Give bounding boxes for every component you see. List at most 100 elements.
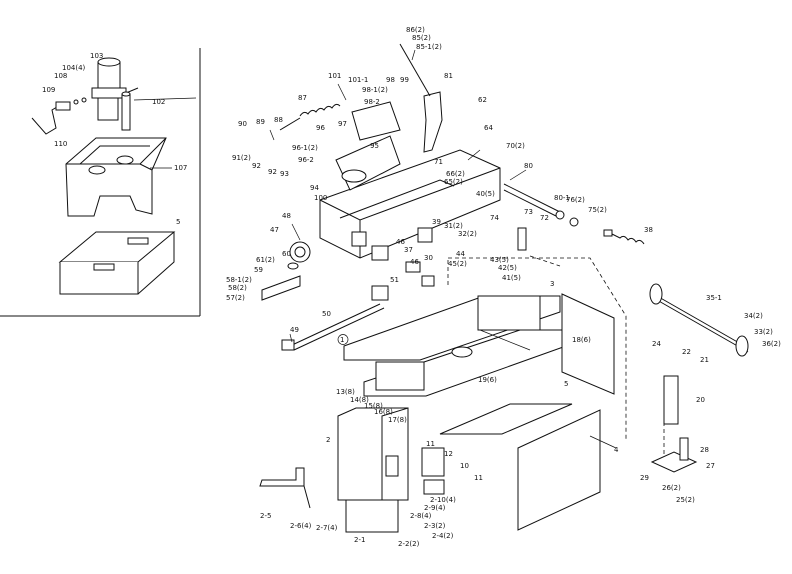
blade-guard — [335, 101, 401, 191]
part-callout-l97: 97 — [338, 120, 347, 128]
part-callout-l210: 2-10(4) — [430, 496, 456, 504]
part-callout-l34: 34(2) — [744, 312, 763, 320]
part-callout-l80b: 80-1 — [554, 194, 570, 202]
part-callout-l75: 75(2) — [588, 206, 607, 214]
chip-tray-inset — [58, 231, 176, 295]
part-callout-l10: 10 — [460, 462, 469, 470]
part-callout-l45: 45(2) — [448, 260, 467, 268]
coolant-pump — [31, 57, 139, 135]
part-callout-l65: 65(2) — [444, 178, 463, 186]
part-callout-l89: 89 — [256, 118, 265, 126]
part-callout-l72: 72 — [540, 214, 549, 222]
part-callout-l91: 91(2) — [232, 154, 251, 162]
part-callout-l33: 33(2) — [754, 328, 773, 336]
part-callout-l71: 71 — [434, 158, 443, 166]
part-callout-l4: 4 — [614, 446, 619, 454]
part-callout-l46: 46 — [396, 238, 405, 246]
part-callout-l29b: 29 — [640, 474, 649, 482]
leader-lines — [133, 49, 617, 449]
part-callout-l57: 57(2) — [226, 294, 245, 302]
part-callout-l93: 93 — [280, 170, 289, 178]
part-callout-l28: 28 — [700, 446, 709, 454]
part-callout-l59: 59 — [254, 266, 263, 274]
part-callout-l24: 24 — [652, 340, 661, 348]
part-callout-l16: 16(8) — [374, 408, 393, 416]
part-callout-l18: 18(6) — [572, 336, 591, 344]
handle-lever — [399, 43, 443, 153]
part-callout-l3: 3 — [550, 280, 554, 288]
part-callout-l70: 70(2) — [506, 142, 525, 150]
part-callout-l38: 38 — [644, 226, 653, 234]
part-callout-l25: 2-5 — [260, 512, 271, 520]
stand-cabinet — [337, 407, 445, 533]
part-callout-l12: 12 — [444, 450, 453, 458]
part-callout-l104: 104(4) — [62, 64, 86, 72]
saw-bow-head — [319, 149, 501, 259]
part-callout-l28b: 2-8(4) — [410, 512, 432, 520]
part-callout-l76: 76(2) — [566, 196, 585, 204]
part-callout-l96b: 96-1(2) — [292, 144, 318, 152]
part-callout-l58: 58(2) — [228, 284, 247, 292]
part-callout-l46b: 46 — [410, 258, 419, 266]
part-callout-l13: 13(8) — [336, 388, 355, 396]
part-callout-l29: 2-9(4) — [424, 504, 446, 512]
part-callout-l27b: 27 — [706, 462, 715, 470]
part-callout-l25b: 25(2) — [676, 496, 695, 504]
part-callout-l40: 40(5) — [476, 190, 495, 198]
part-callout-l58b: 58-1(2) — [226, 276, 252, 284]
part-callout-l23: 2-3(2) — [424, 522, 446, 530]
part-callout-l62: 62 — [478, 96, 487, 104]
part-callout-l96: 96 — [316, 124, 325, 132]
part-callout-l64: 64 — [484, 124, 493, 132]
part-callout-l90: 90 — [238, 120, 247, 128]
support-arm — [259, 467, 311, 509]
part-callout-l110: 110 — [54, 140, 67, 148]
part-callout-l108: 108 — [54, 72, 67, 80]
part-callout-l81: 81 — [444, 72, 453, 80]
part-callout-l17: 17(8) — [388, 416, 407, 424]
part-callout-l21: 21 — [700, 356, 709, 364]
part-callout-l98: 98 — [386, 76, 395, 84]
inset-frame — [0, 48, 201, 317]
part-callout-l80: 80 — [524, 162, 533, 170]
part-callout-l42: 42(5) — [498, 264, 517, 272]
part-callout-l43: 43(5) — [490, 256, 509, 264]
part-callout-l14: 14(8) — [350, 396, 369, 404]
part-callout-l11b: 11 — [474, 474, 483, 482]
callout-circle — [337, 334, 349, 345]
coolant-tank — [65, 137, 167, 217]
part-callout-l88: 88 — [274, 116, 283, 124]
part-callout-l107: 107 — [174, 164, 187, 172]
part-callout-l24b: 2-4(2) — [432, 532, 454, 540]
part-callout-l109: 109 — [42, 86, 55, 94]
part-callout-l61: 61(2) — [256, 256, 275, 264]
part-callout-l5b: 5 — [564, 380, 568, 388]
lead-screw — [281, 303, 385, 351]
part-callout-l37: 37 — [404, 246, 413, 254]
part-callout-l101b: 101-1 — [348, 76, 368, 84]
part-callout-l31: 31(2) — [444, 222, 463, 230]
part-callout-l26: 2-6(4) — [290, 522, 312, 530]
part-callout-l100: 100 — [314, 194, 327, 202]
part-callout-l2: 2 — [326, 436, 330, 444]
part-callout-l95: 95 — [370, 142, 379, 150]
part-callout-l96c: 96-2 — [298, 156, 314, 164]
callout-labels: 103104(4)108109110102107586(2)85(2)85-1(… — [42, 26, 781, 548]
part-callout-l66: 66(2) — [446, 170, 465, 178]
part-callout-l60: 60 — [282, 250, 291, 258]
part-callout-l51: 51 — [390, 276, 399, 284]
part-callout-l22: 22 — [682, 348, 691, 356]
part-callout-l20: 20 — [696, 396, 705, 404]
part-callout-l32: 32(2) — [458, 230, 477, 238]
part-callout-l1: 1 — [340, 336, 344, 344]
stock-support-roller — [649, 283, 749, 473]
part-callout-l50: 50 — [322, 310, 331, 318]
part-callout-l98c: 98-2 — [364, 98, 380, 106]
hydraulic-spring — [603, 229, 645, 245]
part-callout-l47: 47 — [270, 226, 279, 234]
part-callout-l27: 2-7(4) — [316, 524, 338, 532]
part-callout-l98b: 98-1(2) — [362, 86, 388, 94]
part-callout-l36: 36(2) — [762, 340, 781, 348]
part-callout-l74: 74 — [490, 214, 499, 222]
part-callout-l94: 94 — [310, 184, 319, 192]
